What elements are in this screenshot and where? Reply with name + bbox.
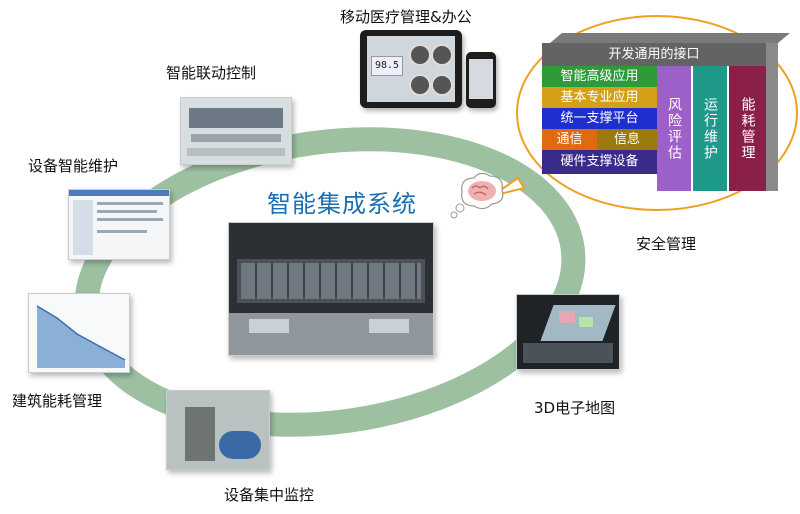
system-architecture-stack: 开发通用的接口 智能高级应用 基本专业应用 统一支撑平台 通信 信息 硬件支撑设… bbox=[538, 33, 790, 193]
stack-col-operations: 运行维护 bbox=[693, 66, 727, 191]
label-building-energy: 建筑能耗管理 bbox=[12, 392, 103, 410]
video-wall-image bbox=[228, 222, 434, 356]
stack-row-information: 信息 bbox=[597, 129, 657, 150]
stack-row-hardware: 硬件支撑设备 bbox=[542, 150, 657, 174]
stack-row-platform: 统一支撑平台 bbox=[542, 108, 657, 129]
tablet-reading: 98.5 bbox=[371, 56, 403, 76]
gauge-icon bbox=[409, 44, 431, 66]
label-mobile-medical: 移动医疗管理&办公 bbox=[340, 8, 472, 26]
building-energy-image bbox=[28, 293, 130, 373]
stack-header: 开发通用的接口 bbox=[542, 43, 766, 66]
stack-row-communication: 通信 bbox=[542, 129, 597, 150]
tablet-screen: 98.5 bbox=[367, 36, 455, 102]
system-title: 智能集成系统 bbox=[267, 190, 417, 218]
phone-image bbox=[466, 52, 496, 108]
gauge-icon bbox=[409, 74, 431, 96]
device-monitoring-image bbox=[166, 390, 270, 470]
label-linkage-control: 智能联动控制 bbox=[166, 64, 257, 82]
stack-row-basic-apps: 基本专业应用 bbox=[542, 87, 657, 108]
linkage-control-image bbox=[180, 97, 292, 165]
brain-cloud-icon bbox=[450, 172, 504, 219]
gauge-icon bbox=[431, 44, 453, 66]
stack-col-energy: 能耗管理 bbox=[729, 66, 766, 191]
stack-row-advanced-apps: 智能高级应用 bbox=[542, 66, 657, 87]
stack-col-risk: 风险评估 bbox=[657, 66, 691, 191]
stack-highlight-outline bbox=[516, 15, 798, 211]
label-device-monitoring: 设备集中监控 bbox=[224, 486, 315, 504]
device-maintenance-image bbox=[68, 189, 170, 260]
tablet-image: 98.5 bbox=[360, 30, 462, 108]
label-security-management: 安全管理 bbox=[636, 235, 697, 253]
3d-map-image bbox=[516, 294, 620, 370]
label-device-maintenance: 设备智能维护 bbox=[28, 157, 119, 175]
label-3d-map: 3D电子地图 bbox=[534, 399, 616, 417]
gauge-icon bbox=[431, 74, 453, 96]
